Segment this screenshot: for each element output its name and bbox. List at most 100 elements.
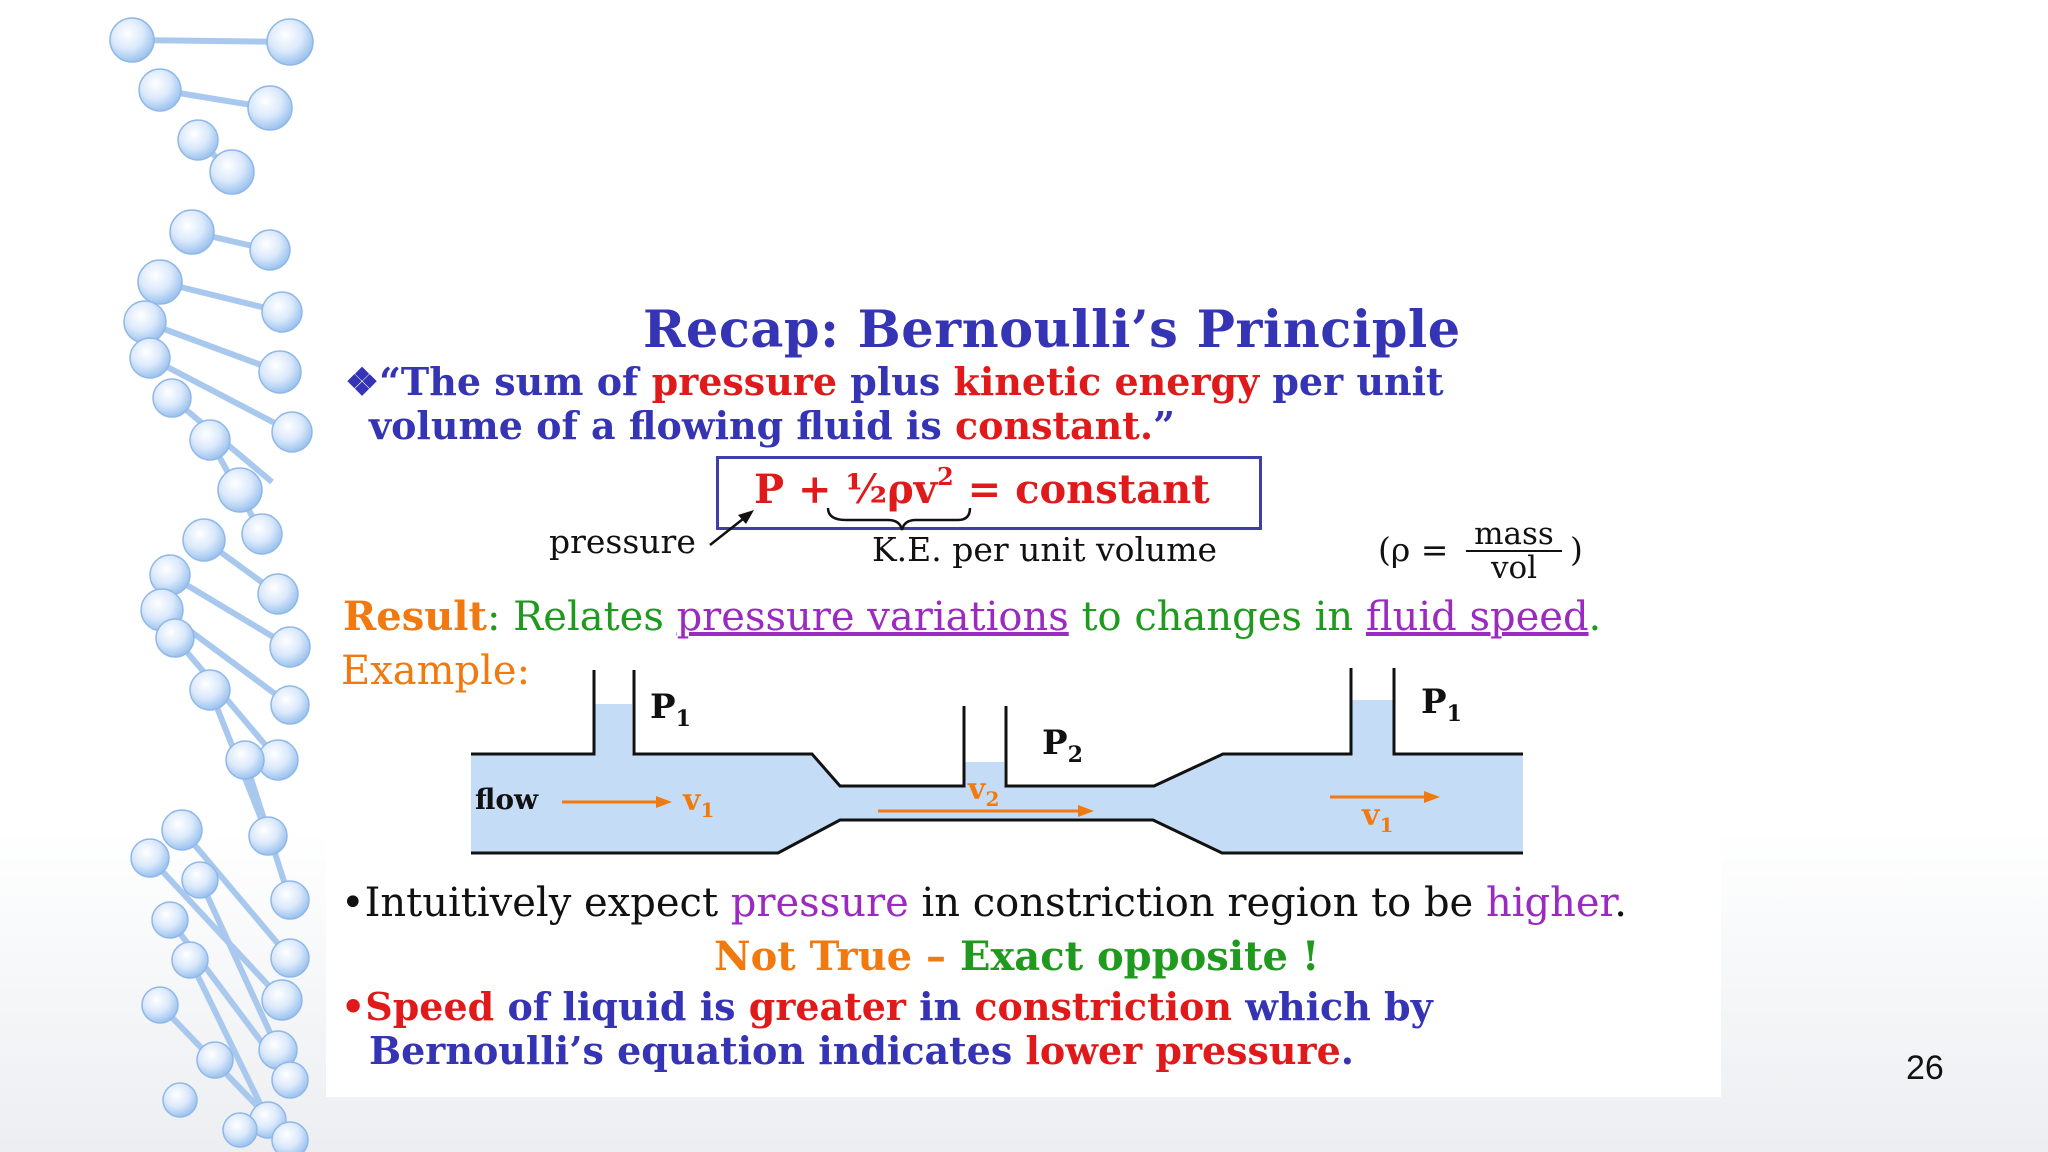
molecule-atom	[247, 85, 293, 131]
density-open: (ρ =	[1378, 530, 1449, 569]
tube-wall	[471, 670, 596, 756]
p1-right-label: P1	[1421, 682, 1462, 727]
not-true-line: Not True – Exact opposite !	[714, 933, 1319, 980]
example-label: Example:	[341, 648, 531, 694]
content-panel	[326, 285, 1721, 1097]
pressure-arrow	[709, 514, 749, 546]
ke-label: K.E. per unit volume	[872, 530, 1218, 569]
molecule-atom	[171, 941, 209, 979]
bullet-pressure: pressure	[730, 880, 909, 926]
molecule-bond	[187, 958, 271, 1122]
result-text: : Relates	[486, 594, 677, 640]
bullet-speed-word: Speed	[365, 984, 495, 1029]
bullet-marker: •	[341, 984, 366, 1029]
molecule-atom	[270, 938, 310, 978]
bullet-text: in	[905, 984, 975, 1029]
molecule-atom	[137, 259, 183, 305]
molecule-atom	[271, 1061, 309, 1099]
bullet-text: Intuitively expect	[364, 880, 731, 926]
bullet-text: .	[1340, 1028, 1354, 1073]
page-number: 26	[1906, 1049, 1944, 1087]
density-numerator: mass	[1466, 518, 1562, 552]
quote-text: volume of a flowing fluid is	[369, 403, 955, 448]
molecule-bond	[168, 572, 292, 650]
tube-wall	[471, 818, 1523, 855]
molecule-atom	[257, 573, 299, 615]
result-line: Result: Relates pressure variations to c…	[343, 593, 1601, 640]
tube-wall	[632, 670, 966, 788]
molecule-bond	[143, 319, 282, 375]
bullet-lower-pressure: lower pressure	[1025, 1028, 1341, 1073]
molecule-atom	[129, 337, 171, 379]
bullet-constriction: constriction	[974, 984, 1233, 1029]
result-text: to changes in	[1068, 594, 1366, 640]
v2-arrow-head	[1078, 805, 1094, 817]
quote-text: per unit	[1259, 359, 1444, 404]
molecule-atom	[217, 467, 263, 513]
molecule-atom	[138, 68, 182, 112]
molecule-atom	[261, 979, 303, 1021]
molecule-bond	[179, 828, 293, 960]
pressure-variations-link[interactable]: pressure variations	[676, 594, 1069, 640]
bullet-text: which by	[1232, 984, 1433, 1029]
v2-label: v2	[968, 772, 1000, 811]
bullet-text: .	[1614, 880, 1627, 926]
molecule-atom	[270, 685, 310, 725]
molecule-atom	[248, 816, 288, 856]
molecule-atom	[181, 861, 219, 899]
tube-wall	[1004, 668, 1353, 788]
molecule-atom	[266, 18, 314, 66]
formula-rhs: = constant	[953, 466, 1210, 513]
bullet-text: Bernoulli’s equation indicates	[369, 1028, 1026, 1073]
fluid-region	[471, 700, 1523, 853]
slide-title: Recap: Bernoulli’s Principle	[643, 300, 1461, 360]
p1-left-label: P1	[650, 687, 691, 732]
molecule-atom	[109, 17, 155, 63]
molecule-atom	[169, 209, 215, 255]
fluid-speed-link[interactable]: fluid speed	[1365, 594, 1589, 640]
molecule-atom	[161, 809, 203, 851]
bullet-higher: higher	[1485, 880, 1615, 926]
molecule-atom	[269, 626, 311, 668]
p2-label: P2	[1042, 723, 1083, 768]
quote-constant: constant.	[954, 403, 1154, 448]
bullet-speed: •Speed of liquid is greater in constrict…	[341, 985, 1433, 1073]
pressure-arrow-head	[738, 510, 754, 524]
molecule-atom	[225, 740, 265, 780]
molecule-atom	[261, 291, 303, 333]
tube-wall	[1392, 668, 1523, 756]
molecule-atom	[258, 350, 302, 394]
v1-right-arrow-head	[1424, 791, 1440, 803]
formula-box	[716, 456, 1262, 530]
molecule-atom	[130, 838, 170, 878]
molecule-atom	[241, 513, 283, 555]
molecule-atom	[151, 901, 189, 939]
density-denominator: vol	[1490, 550, 1538, 586]
principle-quote: ❖“The sum of pressure plus kinetic energ…	[345, 360, 1444, 448]
result-label: Result	[343, 593, 487, 640]
flow-label: flow	[475, 783, 539, 816]
molecule-atom	[249, 229, 291, 271]
quote-pressure: pressure	[651, 359, 838, 404]
bullet-intuition: •Intuitively expect pressure in constric…	[341, 880, 1627, 926]
molecule-atom	[189, 419, 231, 461]
molecule-atom	[155, 618, 195, 658]
molecule-atom	[271, 411, 313, 453]
molecule-atom	[196, 1041, 234, 1079]
molecule-atom	[209, 149, 255, 195]
molecule-bond	[147, 855, 285, 1003]
molecule-bond	[131, 37, 291, 45]
bullet-text: of liquid is	[494, 984, 749, 1029]
molecule-chain-decoration	[109, 17, 314, 1152]
v1-left-label: v1	[683, 783, 715, 822]
flow-arrow-head	[656, 796, 672, 808]
result-text: .	[1588, 594, 1602, 640]
quote-text: plus	[837, 359, 954, 404]
v1-right-label: v1	[1362, 798, 1394, 837]
bullet-marker: •	[341, 880, 365, 926]
molecule-bond	[197, 878, 281, 1052]
bullet-text: in constriction region to be	[908, 880, 1486, 926]
density-fraction: mass vol	[1466, 518, 1562, 584]
